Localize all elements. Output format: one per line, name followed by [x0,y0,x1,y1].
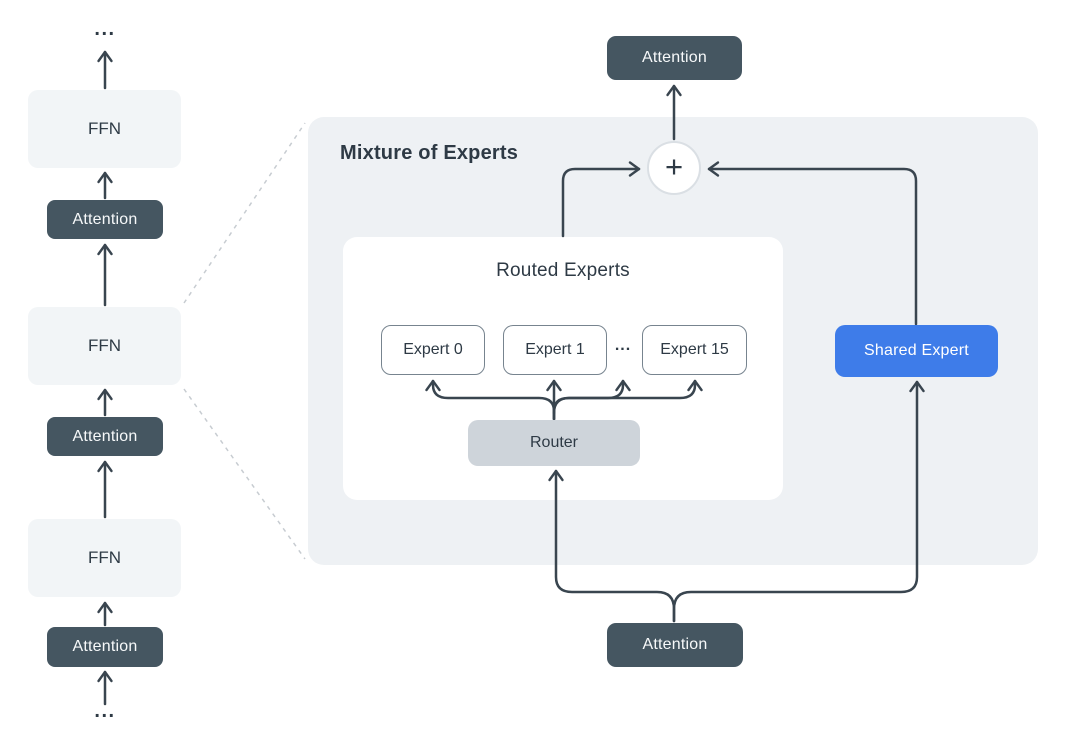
stack-ellipsis-top: ... [94,17,116,40]
shared-expert-box: Shared Expert [835,325,998,377]
zoom-guide-bottom [183,388,306,560]
stack-ellipsis-bottom: ... [94,699,116,722]
moe-panel-title: Mixture of Experts [340,142,519,164]
expert-box-15: Expert 15 [642,325,747,375]
ffn-block-middle: FFN [28,307,181,385]
arrow-routed-to-sum [561,161,641,238]
attention-output-block: Attention [607,36,742,80]
ffn-block-bottom: FFN [28,519,181,597]
arrow-router-to-ellipsis-experts [552,379,631,421]
zoom-guide-top [183,122,306,304]
routed-experts-title: Routed Experts [496,260,630,281]
experts-ellipsis: ... [614,337,632,354]
attention-block-middle: Attention [47,417,163,456]
attention-input-block: Attention [607,623,743,667]
arrow-router-to-expert15 [552,379,703,415]
attention-block-bottom: Attention [47,627,163,667]
router-box: Router [468,420,640,466]
arrow-shared-to-sum [707,161,918,326]
attention-block-top: Attention [47,200,163,239]
expert-box-1: Expert 1 [503,325,607,375]
expert-box-0: Expert 0 [381,325,485,375]
sum-node-plus-icon: + [647,141,701,195]
arrow-attention-to-shared [672,380,925,623]
arrow-router-to-expert0 [425,379,556,421]
ffn-block-top: FFN [28,90,181,168]
arrow-attention-to-router [548,469,676,623]
